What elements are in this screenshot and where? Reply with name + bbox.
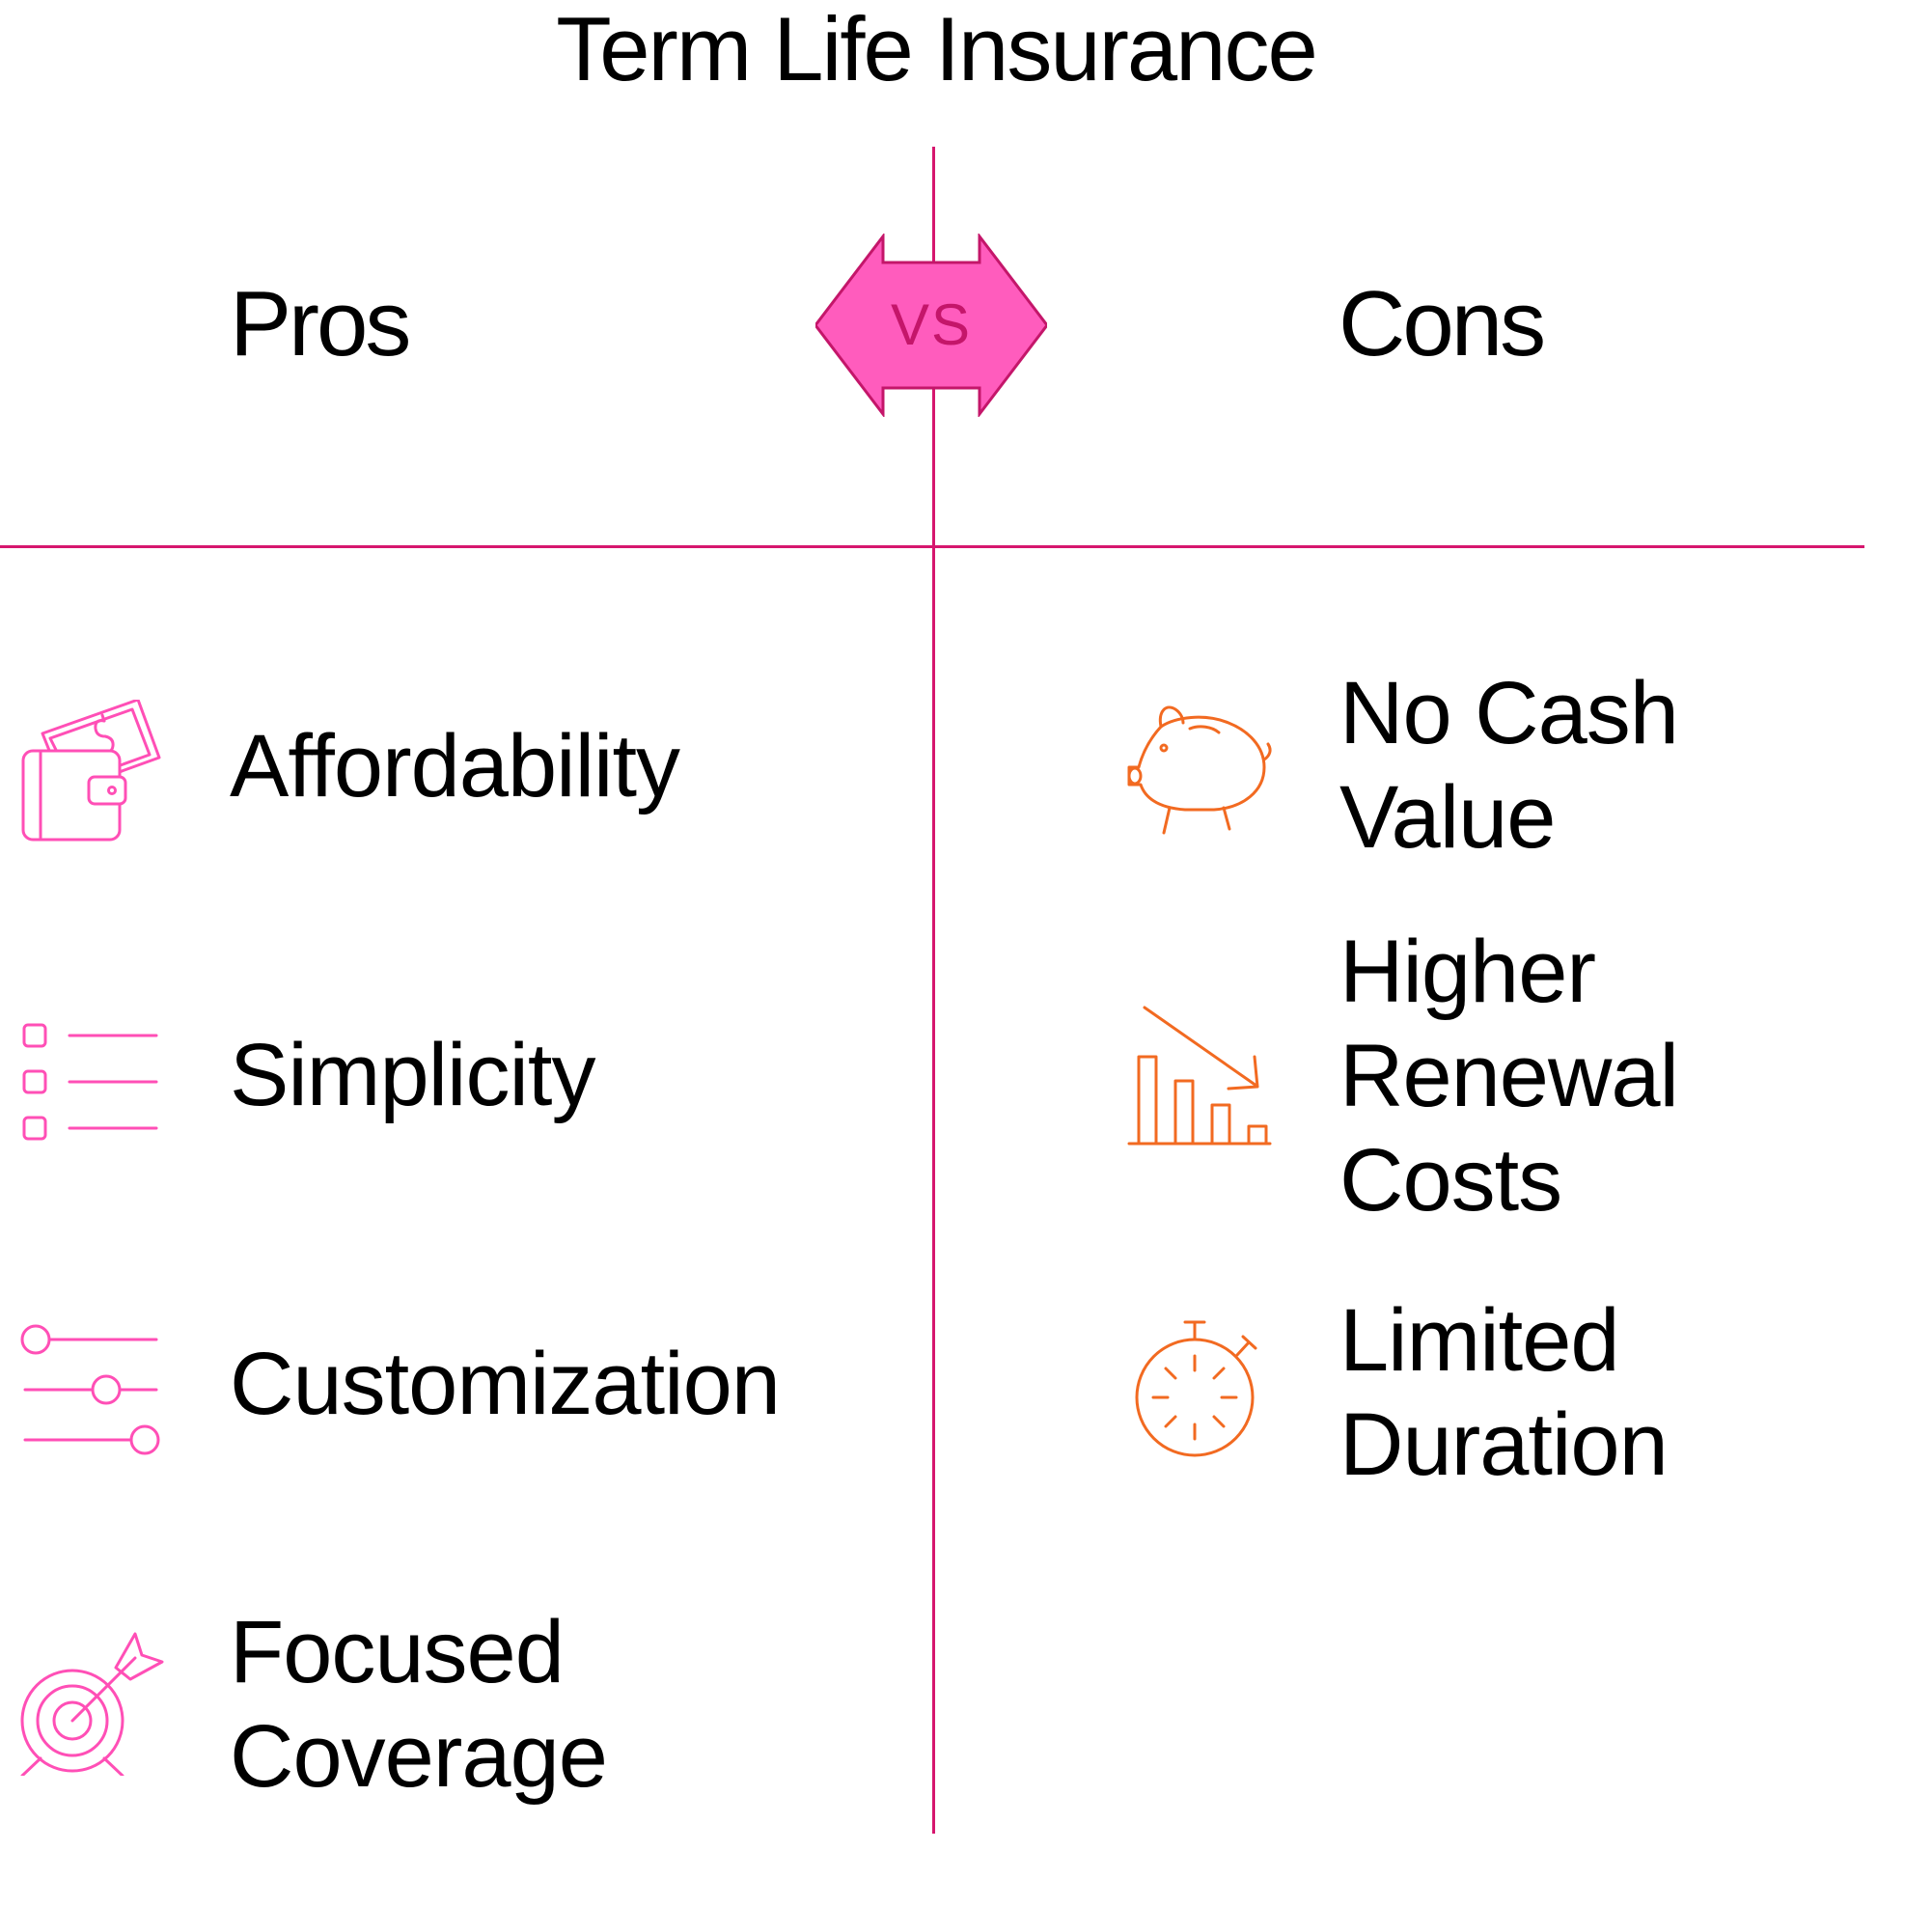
declining-chart-icon <box>1127 1004 1272 1148</box>
wallet-money-icon <box>19 700 164 844</box>
pros-item-label: Affordability <box>230 717 680 815</box>
vertical-divider <box>932 147 935 1834</box>
cons-item-label: Limited Duration <box>1339 1291 1669 1494</box>
sliders-icon <box>19 1317 164 1462</box>
pros-item-label: Customization <box>230 1335 781 1433</box>
cons-heading: Cons <box>1339 272 1546 375</box>
cons-item-label: Higher Renewal Costs <box>1339 923 1679 1229</box>
vs-badge: VS <box>814 232 1049 419</box>
target-dart-icon <box>19 1631 164 1776</box>
pros-item-label: Simplicity <box>230 1026 595 1124</box>
cons-item-label: No Cash Value <box>1339 664 1679 867</box>
page-title: Term Life Insurance <box>556 0 1317 99</box>
vs-label: VS <box>890 292 973 357</box>
pros-heading: Pros <box>230 272 411 375</box>
pros-item-label: Focused Coverage <box>230 1603 608 1806</box>
checklist-icon <box>19 1013 164 1158</box>
piggy-bank-icon <box>1127 700 1272 844</box>
horizontal-divider <box>0 545 1864 548</box>
stopwatch-icon <box>1127 1317 1272 1462</box>
